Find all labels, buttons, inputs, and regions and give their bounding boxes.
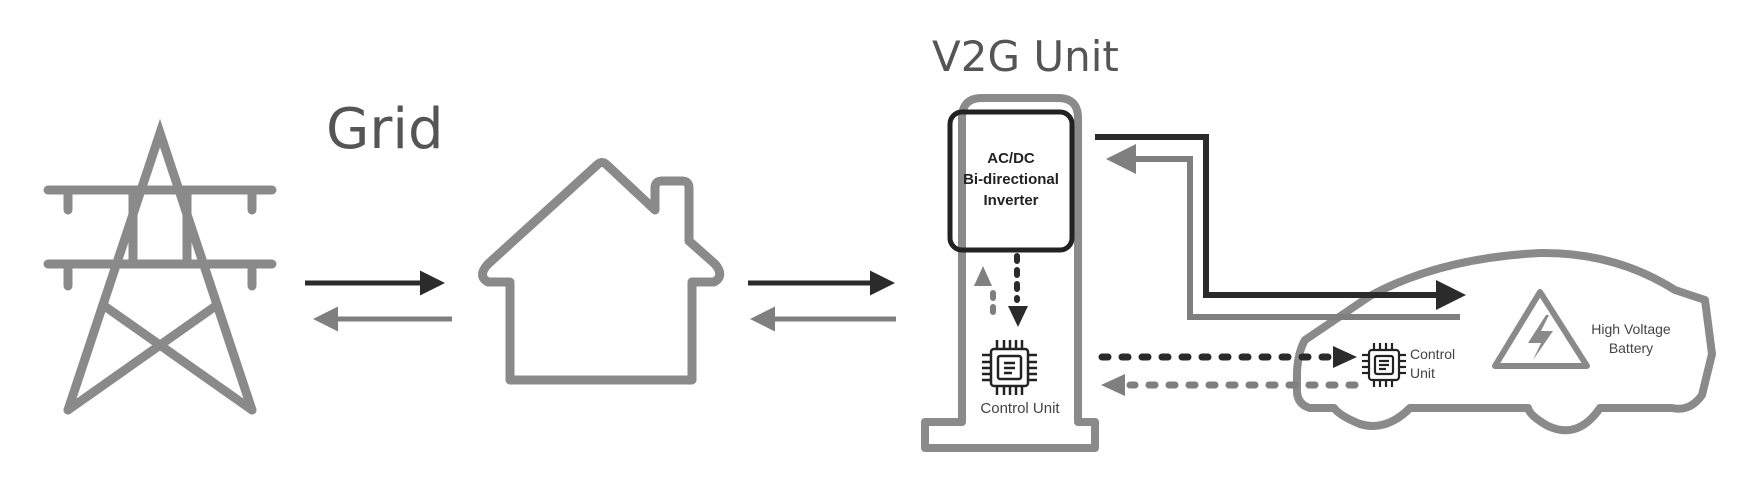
car-control-label-line2: Unit xyxy=(1410,365,1435,381)
inverter-control-link xyxy=(974,253,1028,327)
charging-station-icon xyxy=(921,94,1099,452)
car-control-label-line1: Control xyxy=(1410,346,1456,362)
inverter-box xyxy=(947,109,1075,253)
microchip-icon-car xyxy=(1362,343,1406,387)
grid-flow-arrows xyxy=(305,270,452,332)
inverter-label-line2: Bi-directional xyxy=(963,171,1059,188)
house-station-flow-arrows xyxy=(748,270,896,332)
battery-label-line2: Battery xyxy=(1608,340,1654,356)
battery-label-line1: High Voltage xyxy=(1591,321,1671,337)
cable-to-car xyxy=(1095,134,1466,310)
grid-label: Grid xyxy=(326,97,444,162)
power-pylon-icon xyxy=(43,118,277,415)
high-voltage-warning-icon xyxy=(1492,289,1590,369)
house-icon xyxy=(478,158,725,385)
power-cable-flow xyxy=(1095,134,1466,320)
station-control-unit-label: Control Unit xyxy=(980,400,1060,417)
car-icon xyxy=(1292,248,1716,435)
cable-to-station xyxy=(1106,144,1460,320)
inverter-label: AC/DC Bi-directional Inverter xyxy=(952,148,1070,211)
battery-label: High Voltage Battery xyxy=(1586,320,1676,358)
car-control-unit-label: Control Unit xyxy=(1410,345,1455,383)
inverter-label-line3: Inverter xyxy=(983,192,1039,209)
communication-flow xyxy=(1098,346,1359,396)
microchip-icon xyxy=(982,340,1037,395)
v2g-unit-label: V2G Unit xyxy=(932,32,1119,81)
inverter-label-line1: AC/DC xyxy=(987,150,1035,167)
